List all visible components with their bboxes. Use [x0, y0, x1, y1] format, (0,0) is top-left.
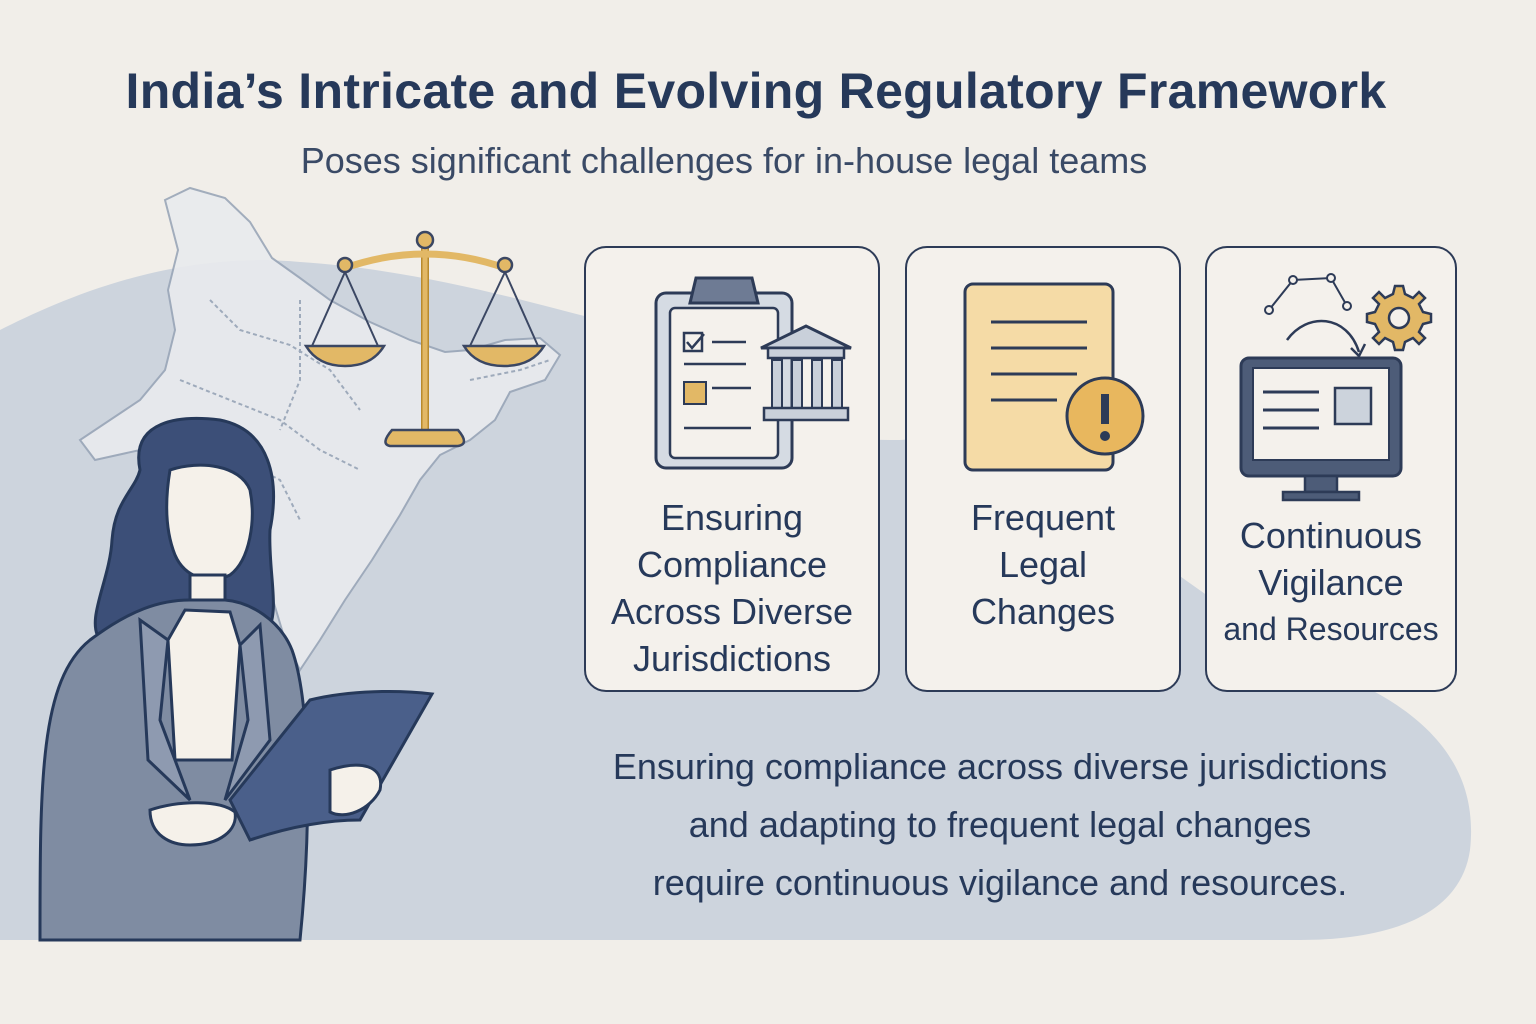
- card-compliance-line: Jurisdictions: [632, 638, 832, 679]
- card-vigilance-line: and Resources: [1223, 611, 1439, 647]
- clipboard-courthouse-icon: [654, 276, 852, 470]
- monitor-gear-icon: [1239, 273, 1433, 502]
- card-vigilance-line: Continuous: [1239, 515, 1423, 556]
- card-compliance-line: Ensuring: [660, 497, 804, 538]
- summary-line: and adapting to frequent legal changes: [688, 804, 1312, 845]
- book-icon: [228, 690, 435, 842]
- card-legal-changes: Frequent Legal Changes: [905, 246, 1181, 692]
- document-alert-icon: [963, 282, 1145, 472]
- scales-of-justice-icon: [303, 230, 547, 448]
- gear-icon: [1365, 284, 1433, 352]
- summary-line: require continuous vigilance and resourc…: [652, 862, 1348, 903]
- network-icon: [1264, 273, 1367, 359]
- summary-line: Ensuring compliance across diverse juris…: [612, 746, 1388, 787]
- page-subtitle: Poses significant challenges for in-hous…: [300, 140, 1148, 181]
- card-vigilance: Continuous Vigilance and Resources: [1205, 246, 1457, 692]
- card-legal-changes-label: Frequent Legal Changes: [915, 494, 1171, 635]
- card-compliance-label: Ensuring Compliance Across Diverse Juris…: [594, 494, 870, 682]
- lawyer-illustration: [38, 416, 435, 942]
- card-compliance-line: Compliance: [636, 544, 828, 585]
- card-vigilance-label: Continuous Vigilance and Resources: [1215, 512, 1447, 653]
- card-vigilance-line: Vigilance: [1258, 562, 1404, 603]
- card-legal-changes-line: Frequent: [970, 497, 1116, 538]
- card-compliance-line: Across Diverse: [610, 591, 854, 632]
- card-legal-changes-line: Legal: [998, 544, 1088, 585]
- page-title: India’s Intricate and Evolving Regulator…: [125, 63, 1387, 119]
- summary-text: Ensuring compliance across diverse juris…: [560, 738, 1440, 912]
- card-compliance: Ensuring Compliance Across Diverse Juris…: [584, 246, 880, 692]
- card-legal-changes-line: Changes: [970, 591, 1116, 632]
